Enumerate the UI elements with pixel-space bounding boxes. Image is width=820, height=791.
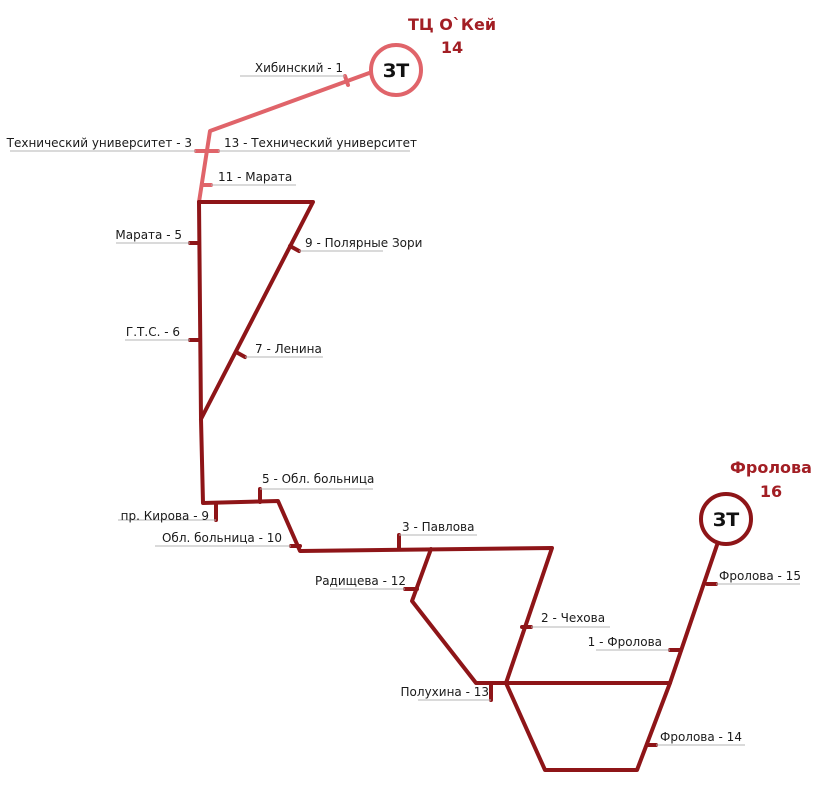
stop-label-chekhova: 2 - Чехова <box>541 611 605 625</box>
stop-label-tech-univ-right: 13 - Технический университет <box>224 136 417 150</box>
stop-label-polukhina: Полухина - 13 <box>401 685 489 699</box>
tick-polyarnye-zori <box>288 244 301 253</box>
terminal-okey-number: 14 <box>441 38 463 57</box>
terminal-okey: ЗТ ТЦ О`Кей 14 <box>369 15 496 97</box>
stop-label-tech-univ-left: Технический университет - 3 <box>6 136 192 150</box>
route-light-path <box>197 70 374 204</box>
stop-label-lenina: 7 - Ленина <box>255 342 322 356</box>
stop-labels: Хибинский - 1 Технический университет - … <box>6 61 801 744</box>
stop-label-frolova-14: Фролова - 14 <box>660 730 742 744</box>
route-triangle-upper <box>197 200 315 421</box>
route-radishcheva-loop <box>410 547 508 685</box>
route-frolova-loop <box>504 681 672 772</box>
stop-label-marata-11: 11 - Марата <box>218 170 292 184</box>
route-light <box>194 70 374 204</box>
stop-label-pavlova: 3 - Павлова <box>402 520 474 534</box>
stop-label-khibinsky: Хибинский - 1 <box>255 61 343 75</box>
terminal-frolova-ring <box>699 492 753 546</box>
stop-label-frolova-1: 1 - Фролова <box>588 635 662 649</box>
stop-label-gts: Г.Т.С. - 6 <box>126 325 180 339</box>
tick-lenina <box>234 350 247 359</box>
terminal-frolova-name: Фролова <box>730 458 812 477</box>
terminal-frolova-code: ЗТ <box>713 509 739 531</box>
terminal-okey-name: ТЦ О`Кей <box>408 15 496 34</box>
terminal-frolova: ЗТ Фролова 16 <box>699 458 812 546</box>
tick-khibinsky <box>343 74 350 87</box>
stop-label-obl-bolnitsa-5: 5 - Обл. больница <box>262 472 374 486</box>
stop-label-polyarnye-zori: 9 - Полярные Зори <box>305 236 422 250</box>
stop-label-frolova-15: Фролова - 15 <box>719 569 801 583</box>
stop-label-marata-5: Марата - 5 <box>115 228 182 242</box>
stop-label-radishcheva: Радищева - 12 <box>315 574 406 588</box>
route-main <box>188 200 719 772</box>
terminal-frolova-number: 16 <box>760 482 782 501</box>
terminal-okey-ring <box>369 43 423 97</box>
stop-label-obl-bolnitsa-10: Обл. больница - 10 <box>162 531 282 545</box>
route-trunk <box>197 200 719 685</box>
terminal-okey-code: ЗТ <box>383 60 409 82</box>
label-underlines <box>10 75 800 746</box>
stop-label-kirova: пр. Кирова - 9 <box>121 509 209 523</box>
